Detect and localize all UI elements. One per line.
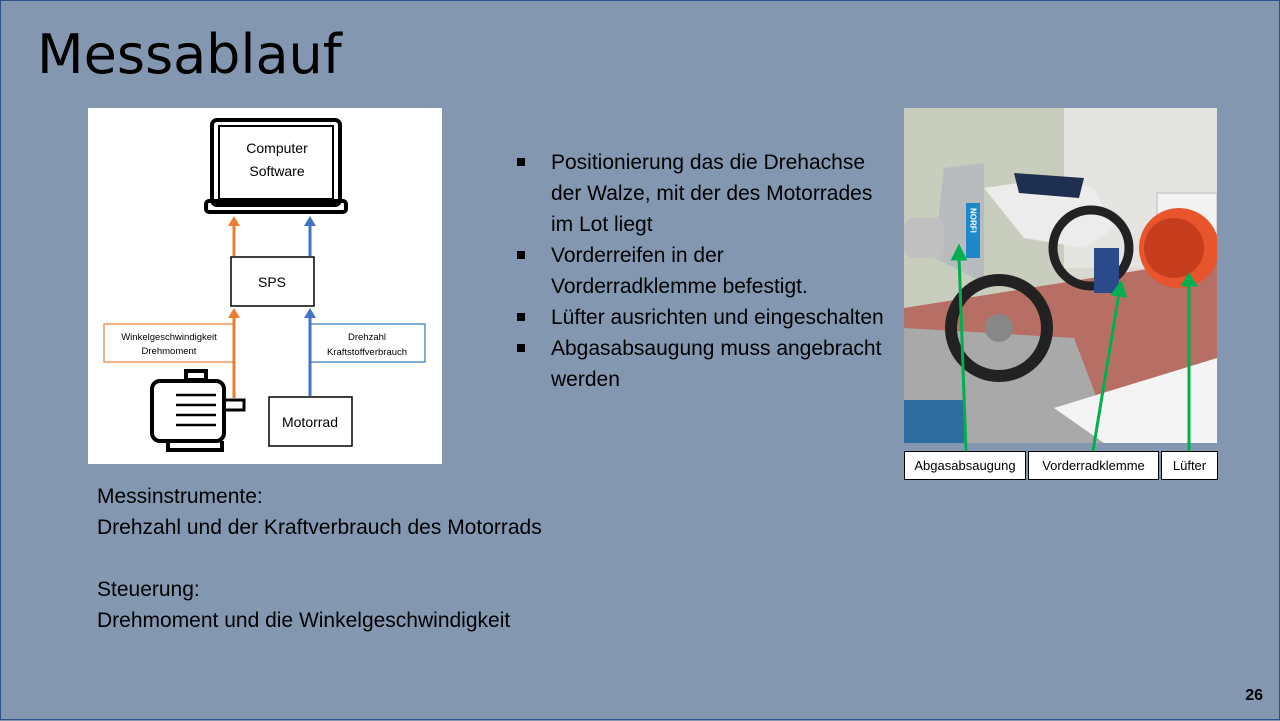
- bullet-item: Positionierung das die Drehachse der Wal…: [517, 147, 887, 240]
- bullet-list: Positionierung das die Drehachse der Wal…: [517, 147, 887, 395]
- measurement-heading: Messinstrumente:: [97, 485, 263, 508]
- page-number: 26: [1245, 687, 1263, 704]
- control-heading: Steuerung:: [97, 578, 200, 601]
- label-front-wheel-clamp: Vorderradklemme: [1028, 451, 1159, 480]
- control-text: Drehmoment und die Winkelgeschwindigkeit: [97, 609, 511, 632]
- arrow-up-icon: [228, 216, 240, 226]
- laptop-icon: [204, 118, 348, 214]
- left-label-2: Drehmoment: [142, 346, 197, 357]
- left-label-1: Winkelgeschwindigkeit: [121, 332, 217, 343]
- label-exhaust-extraction: Abgasabsaugung: [904, 451, 1026, 480]
- motorcycle-test-bench-photo: NORFI: [904, 108, 1217, 443]
- right-label-2: Kraftstoffverbrauch: [327, 347, 407, 358]
- bullet-item: Abgasabsaugung muss angebracht werden: [517, 333, 887, 395]
- computer-label-1: Computer: [246, 140, 308, 156]
- arrow-up-icon: [304, 216, 316, 226]
- computer-label-2: Software: [249, 163, 304, 179]
- sps-label: SPS: [258, 274, 286, 290]
- measurement-diagram: Computer Software SPS Winkelgeschwindigk…: [88, 108, 442, 464]
- motorrad-label: Motorrad: [282, 414, 338, 430]
- bullet-item: Vorderreifen in der Vorderradklemme befe…: [517, 240, 887, 302]
- notes: Messinstrumente: Drehzahl und der Kraftv…: [97, 481, 542, 636]
- slide-title: Messablauf: [37, 23, 342, 86]
- measurement-text: Drehzahl und der Kraftverbrauch des Moto…: [97, 516, 542, 539]
- brand-logo: NORFI: [969, 208, 978, 233]
- bullet-item: Lüfter ausrichten und eingeschalten: [517, 302, 887, 333]
- right-label-1: Drehzahl: [348, 332, 386, 343]
- label-fan: Lüfter: [1161, 451, 1218, 480]
- electric-motor-icon: [150, 369, 246, 452]
